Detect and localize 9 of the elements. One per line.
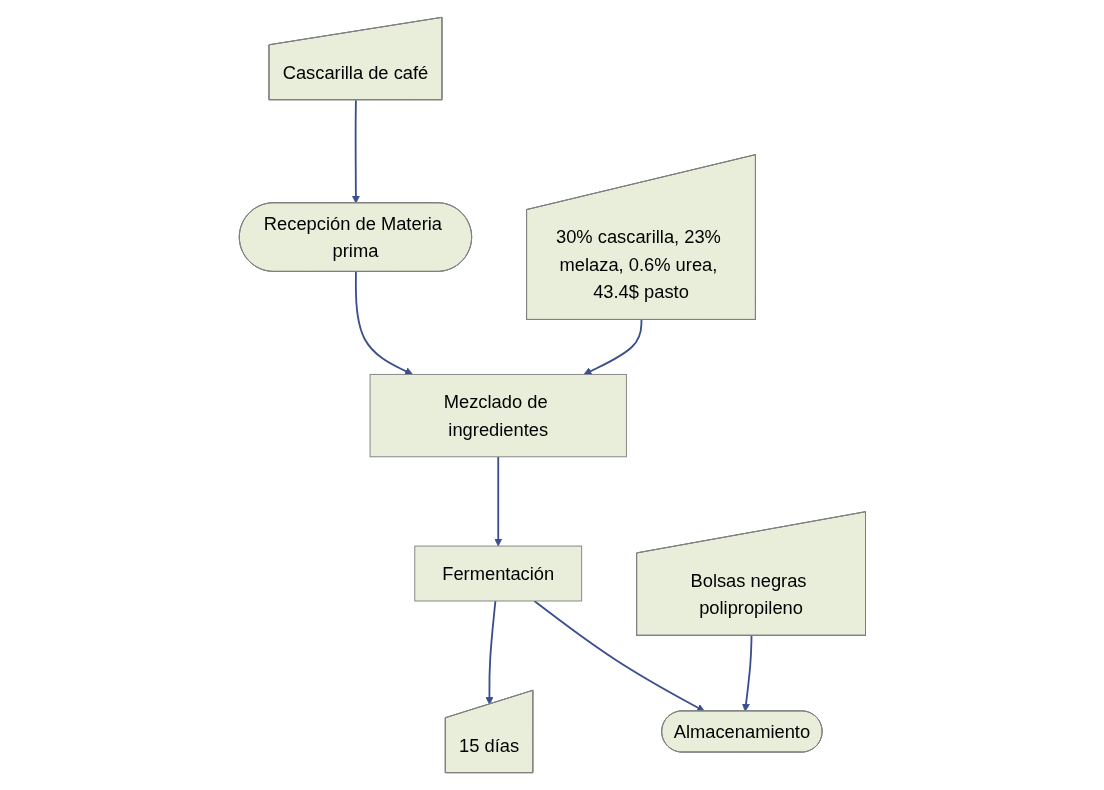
arrow <box>493 455 502 547</box>
arrow <box>485 600 496 705</box>
arrow <box>351 99 360 204</box>
arrow <box>741 634 752 712</box>
node-box: Fermentación <box>413 545 582 602</box>
arrow <box>583 319 642 375</box>
node-box: Mezclado de ingredientes <box>369 373 627 458</box>
arrow <box>354 270 413 375</box>
arrow <box>532 600 705 712</box>
